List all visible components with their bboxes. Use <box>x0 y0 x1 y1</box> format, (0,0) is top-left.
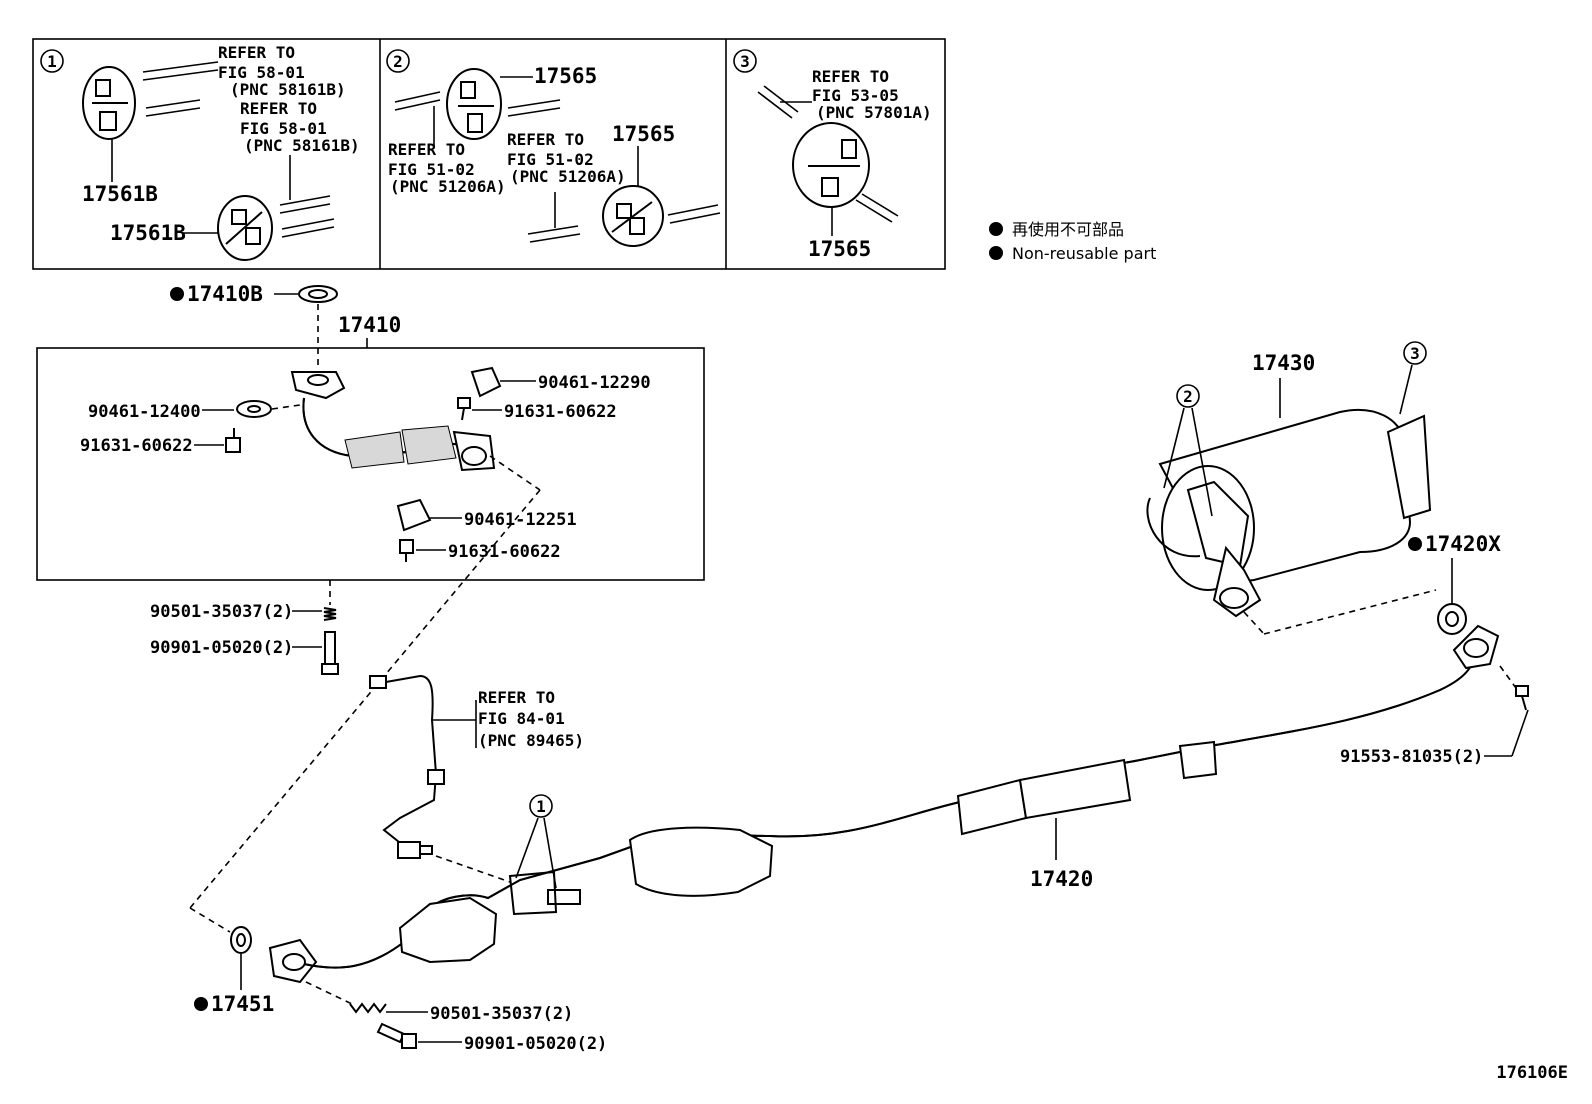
rubber-hanger-icon <box>446 68 502 140</box>
inset-1-part-2: 17561B <box>110 221 186 245</box>
inset-panel: 1 17561B REFER TO FIG 58-01 (PNC 58161B)… <box>32 38 946 270</box>
inset-2-ref-2-line1: REFER TO <box>507 130 584 149</box>
inset-3-ref-1-line3: (PNC 57801A) <box>816 103 932 122</box>
label-91631-60622-c: 91631-60622 <box>448 542 561 562</box>
label-90501-35037-b: 90501-35037(2) <box>430 1004 573 1024</box>
callout-3: 3 <box>1410 344 1420 363</box>
inset-1-ref-1-line1: REFER TO <box>218 43 295 62</box>
callout-2-circle <box>1176 384 1200 408</box>
inset-2-part-2: 17565 <box>612 122 675 146</box>
label-17420X: 17420X <box>1425 532 1501 556</box>
rubber-hanger-icon <box>82 66 136 140</box>
clamp-icon <box>396 498 432 532</box>
label-90461-12290: 90461-12290 <box>538 373 651 393</box>
exhaust-pipe-assembly-icon <box>268 624 1500 984</box>
front-exhaust-pipe-icon <box>290 371 496 472</box>
label-90901-05020-b: 90901-05020(2) <box>464 1034 607 1054</box>
inset-2-number: 2 <box>393 52 403 71</box>
label-90461-12400: 90461-12400 <box>88 402 201 422</box>
inset-1-ref-2-line1: REFER TO <box>240 99 317 118</box>
clamp-icon <box>470 366 502 398</box>
inset-3-ref-1-line2: FIG 53-05 <box>812 86 899 105</box>
non-reusable-dot-icon <box>1408 537 1422 551</box>
bolt-icon <box>457 397 471 421</box>
label-17420: 17420 <box>1030 867 1093 891</box>
bolt-icon <box>1515 685 1529 711</box>
inset-1-ref-1-line3: (PNC 58161B) <box>230 80 346 99</box>
inset-1-ref-1-line2: FIG 58-01 <box>218 63 305 82</box>
inset-1-part-1: 17561B <box>82 182 158 206</box>
rubber-hanger-icon <box>217 195 273 261</box>
label-91553-81035: 91553-81035(2) <box>1340 747 1483 767</box>
legend-en: Non-reusable part <box>1012 244 1156 263</box>
label-17430: 17430 <box>1252 351 1315 375</box>
label-91631-60622-a: 91631-60622 <box>504 402 617 422</box>
label-90901-05020-a: 90901-05020(2) <box>150 638 293 658</box>
callout-3-circle <box>1403 341 1427 365</box>
inset-3-number: 3 <box>740 52 750 71</box>
label-90461-12251: 90461-12251 <box>464 510 577 530</box>
inset-2-ref-1-line1: REFER TO <box>388 140 465 159</box>
gasket-icon <box>298 285 338 303</box>
inset-2-number-circle <box>386 49 410 73</box>
inset-1-ref-2-line3: (PNC 58161B) <box>244 136 360 155</box>
label-17410B: 17410B <box>187 282 263 306</box>
inset-1-number-circle <box>40 49 64 73</box>
legend: 再使用不可部品 Non-reusable part <box>989 220 1156 263</box>
label-91631-60622-b: 91631-60622 <box>80 436 193 456</box>
inset-1-ref-2-line2: FIG 58-01 <box>240 119 327 138</box>
inset-2-ref-1-line3: (PNC 51206A) <box>390 177 506 196</box>
diagram-code: 176106E <box>1496 1063 1568 1083</box>
sensor-ref-line1: REFER TO <box>478 688 555 707</box>
rubber-hanger-icon <box>792 122 870 208</box>
callout-1-circle <box>529 794 553 818</box>
sensor-ref-line2: FIG 84-01 <box>478 709 565 728</box>
inset-3-ref-1-line1: REFER TO <box>812 67 889 86</box>
non-reusable-dot-icon <box>989 246 1003 260</box>
non-reusable-dot-icon <box>170 287 184 301</box>
legend-jp: 再使用不可部品 <box>1012 220 1124 239</box>
clamp-icon <box>236 400 272 418</box>
inset-2-part-1: 17565 <box>534 64 597 88</box>
oxygen-sensor-icon <box>369 674 445 859</box>
gasket-icon <box>230 926 252 954</box>
sensor-ref-line3: (PNC 89465) <box>478 731 584 750</box>
inset-1-number: 1 <box>47 52 57 71</box>
front-pipe-group: 17410B 17410 90461-12290 91631 <box>36 282 705 933</box>
label-17410: 17410 <box>338 313 401 337</box>
gasket-icon <box>1437 603 1467 635</box>
non-reusable-dot-icon <box>194 997 208 1011</box>
inset-3-number-circle <box>733 49 757 73</box>
inset-1: 1 17561B REFER TO FIG 58-01 (PNC 58161B)… <box>40 43 360 261</box>
tail-muffler-icon <box>1146 408 1432 618</box>
spring-icon <box>349 1002 387 1014</box>
inset-2-ref-2-line3: (PNC 51206A) <box>510 167 626 186</box>
rubber-hanger-icon <box>602 185 664 247</box>
inset-3: 3 REFER TO FIG 53-05 (PNC 57801A) 17565 <box>733 49 932 261</box>
inset-2-ref-2-line2: FIG 51-02 <box>507 150 594 169</box>
label-17451: 17451 <box>211 992 274 1016</box>
inset-2: 2 17565 REFER TO FIG 51-02 (PNC 51206A) … <box>386 49 721 247</box>
label-90501-35037-a: 90501-35037(2) <box>150 602 293 622</box>
bolt-icon <box>225 428 241 453</box>
stud-bolt-icon <box>321 631 339 675</box>
stud-bolt-icon <box>376 1022 417 1049</box>
non-reusable-dot-icon <box>989 222 1003 236</box>
bolt-icon <box>399 539 414 562</box>
callout-1: 1 <box>536 797 546 816</box>
callout-2: 2 <box>1183 387 1193 406</box>
inset-2-ref-1-line2: FIG 51-02 <box>388 160 475 179</box>
inset-3-part-1: 17565 <box>808 237 871 261</box>
spring-icon <box>323 607 337 621</box>
